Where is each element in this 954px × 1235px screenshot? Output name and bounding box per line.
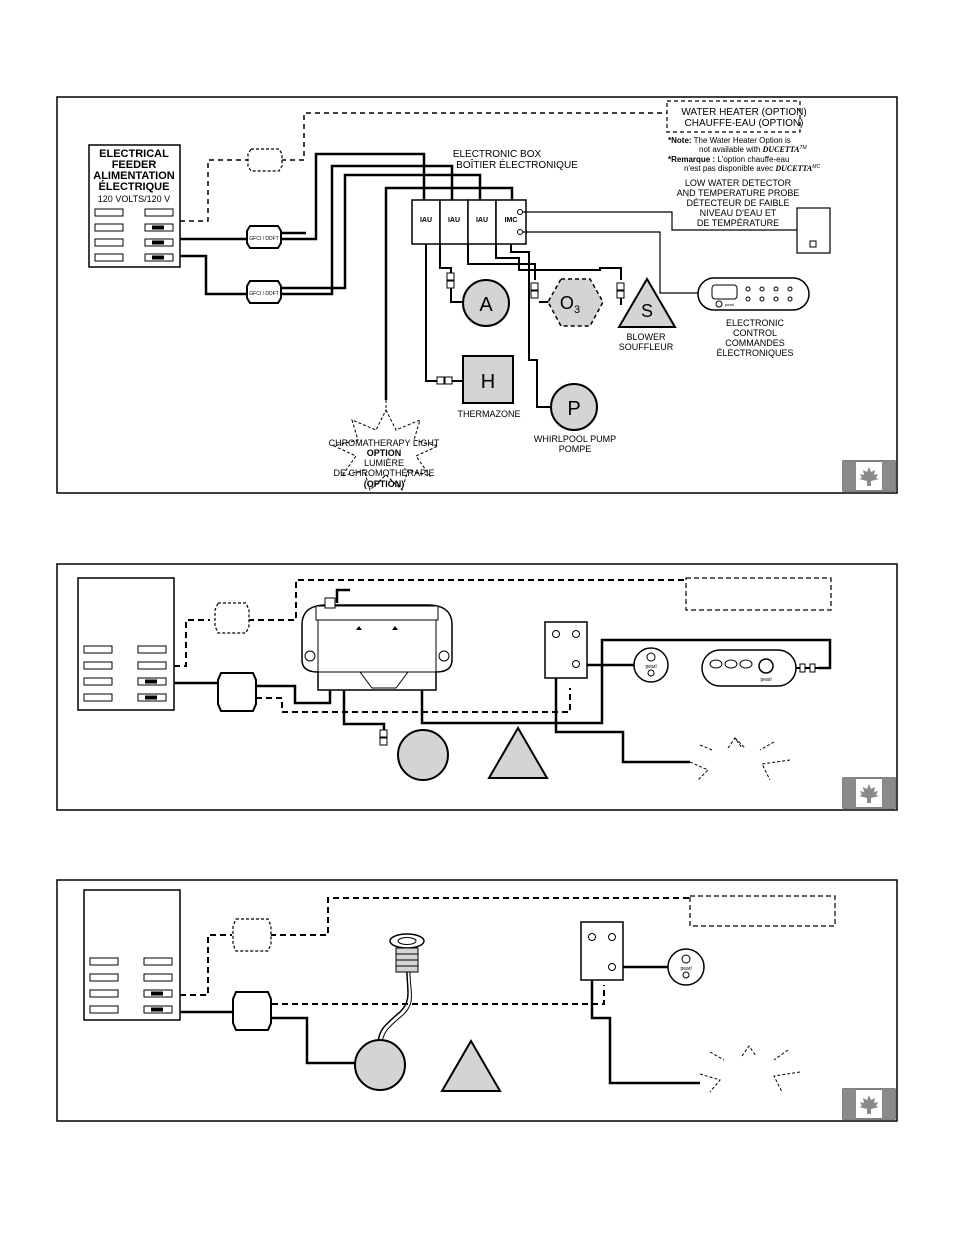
pearl-button-3: pearl bbox=[667, 948, 705, 986]
electrical-feeder-panel-2 bbox=[77, 577, 175, 711]
water-heater-label-fr: CHAUFFE-EAU (OPTION) bbox=[685, 118, 804, 129]
control-panel-2: pearl bbox=[701, 649, 818, 687]
diagram-3: pearl bbox=[56, 879, 898, 1122]
electronic-control-panel: pearl bbox=[697, 277, 810, 311]
power-wires bbox=[180, 152, 514, 400]
svg-text:*Note: The Water Heater Option: *Note: The Water Heater Option is bbox=[668, 136, 791, 145]
feeder-voltage: 120 VOLTS/120 V bbox=[98, 194, 170, 204]
svg-text:LUMIÈRE: LUMIÈRE bbox=[364, 458, 404, 468]
svg-text:AND TEMPERATURE PROBE: AND TEMPERATURE PROBE bbox=[677, 188, 800, 198]
pump-label-en: WHIRLPOOL PUMP bbox=[534, 434, 616, 444]
component-wires bbox=[425, 244, 622, 408]
blower-2 bbox=[487, 726, 549, 779]
svg-text:DE CHROMOTHÉRAPIE: DE CHROMOTHÉRAPIE bbox=[333, 468, 434, 478]
diagram-2: pearl pearl bbox=[56, 563, 898, 811]
svg-text:OPTION: OPTION bbox=[367, 448, 402, 458]
probe-label: LOW WATER DETECTOR AND TEMPERATURE PROBE… bbox=[677, 178, 800, 228]
optional-gfci-2 bbox=[214, 602, 250, 634]
water-heater-option-wire bbox=[180, 112, 667, 222]
pump-label-fr: POMPE bbox=[559, 444, 592, 454]
thermazone-label: THERMAZONE bbox=[458, 409, 521, 419]
canada-flag-icon-2 bbox=[842, 777, 896, 809]
svg-text:DÉTECTEUR DE FAIBLE: DÉTECTEUR DE FAIBLE bbox=[686, 198, 789, 208]
canada-flag-icon-3 bbox=[842, 1088, 896, 1120]
blower-label-fr: SOUFFLEUR bbox=[619, 342, 674, 352]
svg-text:pearl: pearl bbox=[760, 677, 771, 683]
svg-text:pearl: pearl bbox=[645, 664, 656, 670]
component-a: A bbox=[462, 279, 510, 327]
chromatherapy-star-2 bbox=[689, 737, 791, 781]
svg-text:pearl: pearl bbox=[725, 302, 734, 307]
svg-text:CHROMATHERAPY LIGHT: CHROMATHERAPY LIGHT bbox=[329, 438, 440, 448]
svg-text:P: P bbox=[567, 398, 580, 420]
svg-text:CONTROL: CONTROL bbox=[733, 328, 777, 338]
blower-component: S bbox=[617, 277, 677, 328]
chromatherapy-label: CHROMATHERAPY LIGHT OPTION LUMIÈRE DE CH… bbox=[329, 438, 440, 489]
pump-3 bbox=[354, 1039, 406, 1091]
optional-gfci-3 bbox=[232, 918, 272, 952]
gfci-2-label: GFCI / DDFT bbox=[249, 291, 278, 297]
electronic-box: IAU IAU IAU IMC bbox=[411, 199, 527, 245]
svg-text:NIVEAU D'EAU ET: NIVEAU D'EAU ET bbox=[700, 208, 777, 218]
svg-text:H: H bbox=[481, 371, 495, 393]
gfci-4 bbox=[232, 991, 272, 1031]
svg-text:(OPTION): (OPTION) bbox=[364, 479, 405, 489]
control-wire bbox=[523, 231, 700, 294]
svg-text:DE TEMPÉRATURE: DE TEMPÉRATURE bbox=[697, 218, 779, 228]
gfci-3 bbox=[217, 672, 257, 712]
svg-text:*Remarque : L'option chauffe-e: *Remarque : L'option chauffe-eau bbox=[668, 155, 789, 164]
feeder-line4: ÉLECTRIQUE bbox=[99, 180, 170, 193]
water-heater-option-box bbox=[666, 100, 801, 133]
electronic-box-2 bbox=[301, 597, 453, 691]
chromatherapy-star-3 bbox=[699, 1045, 801, 1093]
feeder-line3: ALIMENTATION bbox=[93, 170, 175, 182]
svg-text:LOW WATER DETECTOR: LOW WATER DETECTOR bbox=[685, 178, 792, 188]
svg-text:pearl: pearl bbox=[680, 966, 691, 972]
module-iau-3: IAU bbox=[476, 217, 488, 224]
svg-text:ELECTRONIC: ELECTRONIC bbox=[726, 318, 785, 328]
electronic-box-small-2 bbox=[544, 621, 588, 679]
svg-text:not available with DUCETTATM: not available with DUCETTATM bbox=[699, 145, 808, 154]
wires-2 bbox=[256, 588, 832, 764]
pearl-button-2: pearl bbox=[633, 647, 669, 683]
water-heater-label-en: WATER HEATER (OPTION) bbox=[681, 107, 806, 118]
svg-text:n'est pas disponible avec DUCE: n'est pas disponible avec DUCETTAMC bbox=[684, 164, 820, 173]
option-box-3 bbox=[689, 895, 836, 927]
control-label: ELECTRONIC CONTROL COMMANDES ÉLECTRONIQU… bbox=[716, 318, 793, 358]
option-wire-2 bbox=[174, 579, 686, 667]
blower-label-en: BLOWER bbox=[626, 332, 666, 342]
electronic-box-label-fr: BOÎTIER ÉLECTRONIQUE bbox=[456, 158, 578, 171]
svg-text:A: A bbox=[479, 294, 493, 316]
module-iau-1: IAU bbox=[420, 217, 432, 224]
module-iau-2: IAU bbox=[448, 217, 460, 224]
optional-gfci bbox=[247, 148, 283, 172]
thermazone-heater: H bbox=[462, 355, 514, 404]
gfci-1-label: GFCI / DDFT bbox=[249, 236, 278, 242]
electrical-feeder-panel: ELECTRICAL FEEDER ALIMENTATION ÉLECTRIQU… bbox=[88, 144, 181, 268]
feeder-line1: ELECTRICAL bbox=[99, 148, 169, 160]
blower-3 bbox=[440, 1039, 502, 1092]
svg-text:COMMANDES: COMMANDES bbox=[725, 338, 785, 348]
module-imc: IMC bbox=[505, 217, 518, 224]
chromatherapy-option-star bbox=[332, 408, 440, 491]
electronic-box-small-3 bbox=[580, 921, 624, 981]
svg-text:S: S bbox=[641, 301, 653, 321]
ducetta-note: *Note: The Water Heater Option is not av… bbox=[668, 136, 820, 173]
electronic-box-label-en: ELECTRONIC BOX bbox=[453, 149, 542, 160]
svg-text:ÉLECTRONIQUES: ÉLECTRONIQUES bbox=[716, 348, 793, 358]
electrical-feeder-panel-3 bbox=[83, 889, 181, 1021]
air-button-fitting bbox=[377, 933, 425, 1046]
canada-flag-icon bbox=[842, 460, 896, 492]
pump-2 bbox=[397, 729, 449, 781]
feeder-line2: FEEDER bbox=[112, 159, 157, 171]
ozone-generator-option: O3 bbox=[547, 278, 604, 327]
option-box-2 bbox=[685, 577, 832, 611]
whirlpool-pump: P bbox=[550, 383, 598, 431]
option-wire-3 bbox=[180, 897, 690, 996]
svg-text:O3: O3 bbox=[560, 293, 580, 316]
diagram-1: ELECTRICAL FEEDER ALIMENTATION ÉLECTRIQU… bbox=[56, 96, 898, 494]
probe-wire bbox=[523, 211, 797, 231]
